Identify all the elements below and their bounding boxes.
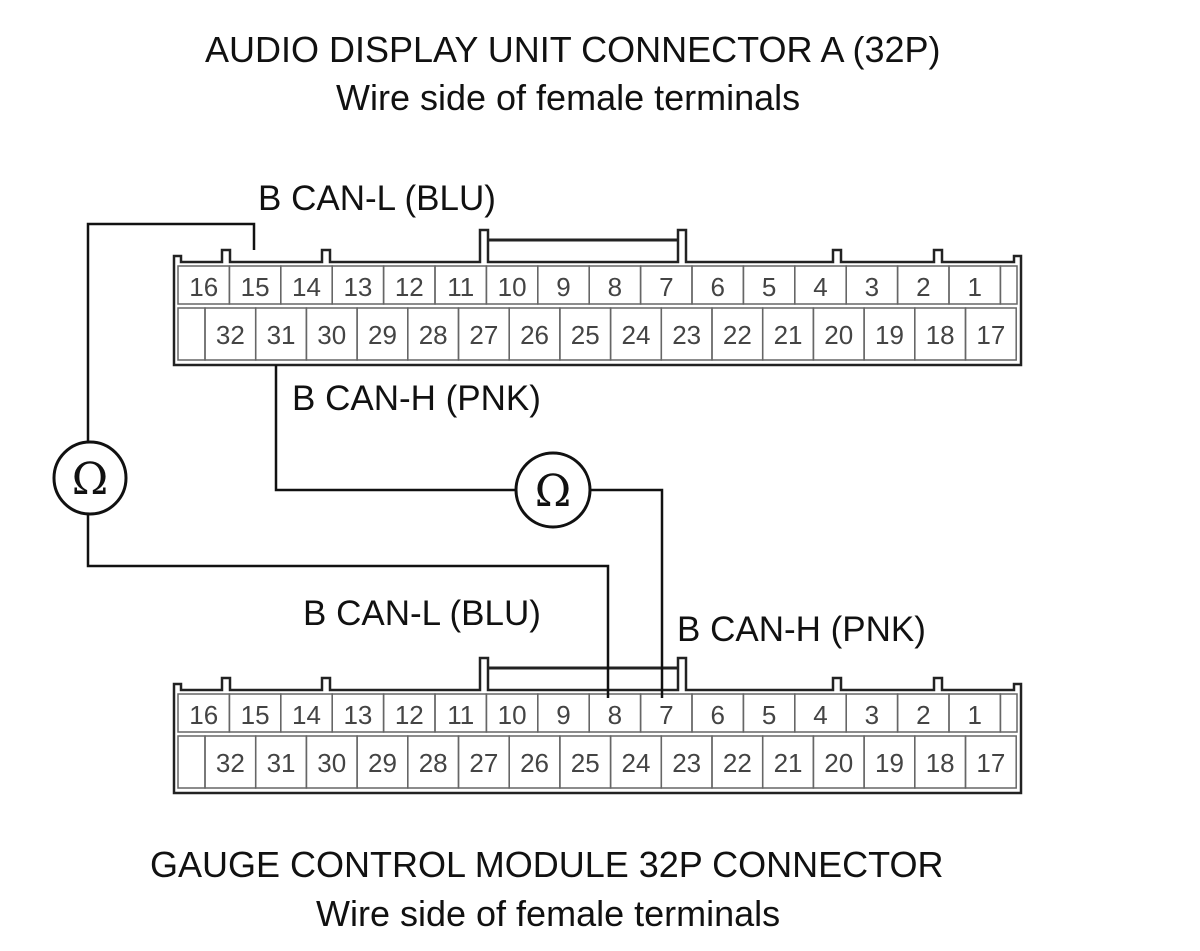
- bottom-pin-label: 4: [813, 700, 827, 730]
- top-pin-label: 29: [368, 320, 397, 350]
- top-pin-label: 14: [292, 272, 321, 302]
- top-pin-label: 6: [710, 272, 724, 302]
- top-pin-label: 26: [520, 320, 549, 350]
- top-pin-label: 28: [419, 320, 448, 350]
- top-pin-label: 8: [608, 272, 622, 302]
- bottom-pin-label: 19: [875, 748, 904, 778]
- top-pin-label: 1: [967, 272, 981, 302]
- top-pin-label: 20: [824, 320, 853, 350]
- ohmmeter-icon: Ω: [514, 451, 592, 529]
- top-pin-label: 10: [498, 272, 527, 302]
- bottom-can-l-label: B CAN-L (BLU): [303, 594, 541, 633]
- top-pin-label: 15: [241, 272, 270, 302]
- bottom-pin-label: 1: [967, 700, 981, 730]
- ohmmeter-icon: Ω: [52, 440, 128, 516]
- bottom-pin-label: 8: [608, 700, 622, 730]
- bottom-pin-cell: [964, 735, 1017, 789]
- bottom-pin-label: 6: [710, 700, 724, 730]
- bottom-pin-label: 12: [395, 700, 424, 730]
- bottom-pin-label: 29: [368, 748, 397, 778]
- top-blank-cell: [999, 265, 1018, 305]
- top-pin-label: 30: [317, 320, 346, 350]
- bottom-pin-label: 15: [241, 700, 270, 730]
- bottom-pin-label: 7: [659, 700, 673, 730]
- bottom-pin-label: 32: [216, 748, 245, 778]
- top-pin-label: 9: [556, 272, 570, 302]
- top-pin-label: 22: [723, 320, 752, 350]
- bottom-connector-title: GAUGE CONTROL MODULE 32P CONNECTOR: [150, 844, 943, 885]
- bottom-connector-outline: [172, 656, 1023, 795]
- bottom-pin-label: 26: [520, 748, 549, 778]
- top-pin-cell: [964, 307, 1017, 361]
- top-pin-label: 25: [571, 320, 600, 350]
- bottom-pin-label: 10: [498, 700, 527, 730]
- top-pin-label: 17: [976, 320, 1005, 350]
- bottom-pin-label: 21: [774, 748, 803, 778]
- bottom-pin-label: 24: [621, 748, 650, 778]
- bottom-pin-label: 2: [916, 700, 930, 730]
- top-pin-label: 12: [395, 272, 424, 302]
- top-pin-label: 3: [865, 272, 879, 302]
- bottom-pin-label: 14: [292, 700, 321, 730]
- bottom-pin-label: 27: [469, 748, 498, 778]
- top-pin-label: 31: [267, 320, 296, 350]
- top-pin-label: 21: [774, 320, 803, 350]
- top-pin-label: 13: [343, 272, 372, 302]
- bottom-pin-label: 9: [556, 700, 570, 730]
- can-l-wire: [86, 222, 610, 698]
- top-pin-label: 2: [916, 272, 930, 302]
- bottom-pin-label: 23: [672, 748, 701, 778]
- top-pin-label: 7: [659, 272, 673, 302]
- bottom-pin-label: 20: [824, 748, 853, 778]
- top-pin-label: 4: [813, 272, 827, 302]
- bottom-pin-label: 28: [419, 748, 448, 778]
- top-connector-title: AUDIO DISPLAY UNIT CONNECTOR A (32P): [205, 29, 941, 70]
- top-connector-subtitle: Wire side of female terminals: [336, 77, 800, 118]
- bottom-pin-label: 11: [447, 700, 474, 730]
- top-pin-label: 27: [469, 320, 498, 350]
- top-pin-label: 5: [762, 272, 776, 302]
- ohm-symbol: Ω: [72, 454, 108, 505]
- bottom-pin-label: 3: [865, 700, 879, 730]
- bottom-pin-label: 25: [571, 748, 600, 778]
- bottom-connector-subtitle: Wire side of female terminals: [316, 893, 780, 934]
- bottom-pin-label: 22: [723, 748, 752, 778]
- top-pin-label: 18: [926, 320, 955, 350]
- top-connector-outline: [172, 228, 1023, 367]
- top-pin-label: 19: [875, 320, 904, 350]
- top-pin-label: 24: [621, 320, 650, 350]
- bottom-pin-label: 18: [926, 748, 955, 778]
- bottom-can-h-label: B CAN-H (PNK): [677, 610, 926, 649]
- top-can-l-label: B CAN-L (BLU): [258, 179, 496, 218]
- top-pin-label: 11: [447, 272, 474, 302]
- bottom-pin-label: 30: [317, 748, 346, 778]
- top-pin-label: 32: [216, 320, 245, 350]
- bottom-pin-label: 13: [343, 700, 372, 730]
- top-pin-label: 23: [672, 320, 701, 350]
- bottom-pin-label: 5: [762, 700, 776, 730]
- bottom-pin-label: 17: [976, 748, 1005, 778]
- top-pin-label: 16: [189, 272, 218, 302]
- can-h-wire: [274, 365, 664, 698]
- bottom-pin-label: 31: [267, 748, 296, 778]
- ohm-symbol: Ω: [535, 466, 571, 517]
- top-can-h-label: B CAN-H (PNK): [292, 379, 541, 418]
- bottom-blank-cell: [999, 693, 1018, 733]
- bottom-pin-label: 16: [189, 700, 218, 730]
